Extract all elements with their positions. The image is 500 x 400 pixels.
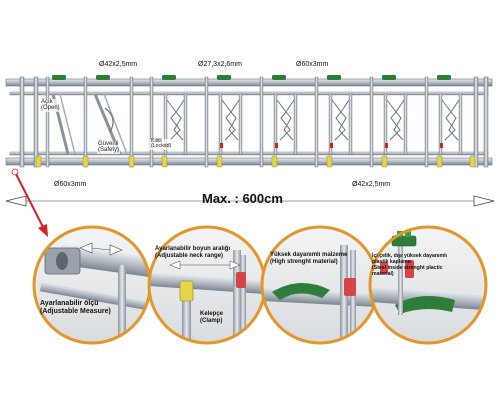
green-cap xyxy=(96,75,110,80)
dim-top-left-tube: Ø42x2,5mm xyxy=(99,61,138,68)
yellow-clamp xyxy=(35,155,42,168)
bay xyxy=(369,76,408,168)
safety-label-en: (Safety) xyxy=(98,147,120,154)
detail-3-text: Yüksek dayanımlı malzeme (High strenght … xyxy=(270,252,347,266)
yellow-clamp xyxy=(436,155,443,168)
post xyxy=(83,76,88,168)
lock-marker xyxy=(220,143,223,148)
detail-2-clamp-en: (Clamp) xyxy=(200,317,223,324)
detail-2-text: Ayarlanabilir boyun aralığı (Adjustable … xyxy=(155,246,230,260)
lock-marker xyxy=(330,143,333,148)
green-caps xyxy=(52,75,451,148)
detail-2-tr: Ayarlanabilir boyun aralığı xyxy=(155,246,231,252)
bay xyxy=(259,76,298,168)
lock-marker xyxy=(275,143,278,148)
safety-bar-curve xyxy=(104,107,114,133)
yellow-clamp xyxy=(381,155,388,168)
safety-label: Güvenli (Safety) xyxy=(97,141,121,154)
lock-marker xyxy=(385,143,388,148)
dim-bottom-left-tube: Ø60x3mm xyxy=(54,181,87,188)
detail-3-tr: Yüksek dayanımlı malzeme xyxy=(270,252,348,258)
green-cap xyxy=(162,75,176,80)
open-label-tr: Açık xyxy=(41,99,53,105)
detail-4-en: (Steel inside strenght plactic material) xyxy=(372,264,443,277)
yellow-clamp xyxy=(128,155,135,168)
dim-bottom-right-tube: Ø42x2,5mm xyxy=(352,181,391,188)
yellow-clamp xyxy=(326,155,333,168)
length-dimension xyxy=(5,195,495,207)
green-cap xyxy=(327,75,341,80)
end-post-left-2 xyxy=(33,76,39,168)
detail-1-en: (Adjustable Measure) xyxy=(40,308,111,316)
detail-4-tr: İçi çelik, dışı yüksek dayanımlı plastik… xyxy=(372,253,447,265)
bottom-rail-inner xyxy=(9,151,489,156)
headlock-frame xyxy=(5,75,493,168)
yellow-clamp xyxy=(469,155,476,168)
bay xyxy=(424,76,463,168)
green-cap xyxy=(52,75,66,80)
green-cap xyxy=(272,75,286,80)
yellow-clamp xyxy=(82,155,89,168)
bay xyxy=(314,76,353,168)
locked-label-tr: Kilitli xyxy=(151,138,162,144)
post xyxy=(45,76,50,168)
max-length-label: Max. : 600cm xyxy=(202,191,283,206)
open-gate-bar-2 xyxy=(59,93,76,155)
end-post-right xyxy=(473,76,479,168)
end-post-right-2 xyxy=(483,76,489,168)
top-rail-inner xyxy=(9,91,489,96)
safety-gate-bar-2 xyxy=(103,93,128,155)
green-cap xyxy=(217,75,231,80)
top-rail xyxy=(5,78,493,87)
detail-2-clamp-text: Kelepçe (Clamp) xyxy=(200,311,223,325)
dim-top-right-tube: Ø60x3mm xyxy=(296,61,329,68)
bottom-rail xyxy=(5,157,493,166)
green-cap xyxy=(437,75,451,80)
post xyxy=(129,76,134,168)
lock-marker xyxy=(440,143,443,148)
yellow-clamp xyxy=(216,155,223,168)
detail-1-text: Ayarlanabilir ölçü (Adjustable Measure) xyxy=(40,300,111,316)
locked-label: Kilitli (Locked) xyxy=(150,138,173,150)
detail-circle-1 xyxy=(32,225,152,345)
bay xyxy=(149,76,188,168)
detail-circle-3 xyxy=(260,225,380,345)
yellow-clamp xyxy=(271,155,278,168)
detail-circle-4 xyxy=(368,225,488,345)
detail-1-tr: Ayarlanabilir ölçü xyxy=(40,300,99,307)
detail-2-clamp-tr: Kelepçe xyxy=(200,311,224,317)
open-label: Açık (Open) xyxy=(40,99,61,112)
detail-arrow xyxy=(11,168,48,237)
dim-top-mid-tube: Ø27,3x2,6mm xyxy=(198,61,242,68)
bays xyxy=(45,76,463,168)
detail-2-en: (Adjustable neck range) xyxy=(155,252,224,259)
safety-label-tr: Güvenli xyxy=(98,141,119,147)
end-post-left xyxy=(19,76,25,168)
yellow-clamp xyxy=(161,155,168,168)
yellow-clamps xyxy=(35,155,476,168)
open-label-en: (Open) xyxy=(41,105,60,112)
locked-label-en: (Locked) xyxy=(151,143,172,150)
detail-4-text: İçi çelik, dışı yüksek dayanımlı plastik… xyxy=(372,253,460,278)
green-cap xyxy=(382,75,396,80)
detail-3-en: (High strenght material) xyxy=(270,258,338,265)
detail-circle-2 xyxy=(147,225,267,345)
bay xyxy=(204,76,243,168)
